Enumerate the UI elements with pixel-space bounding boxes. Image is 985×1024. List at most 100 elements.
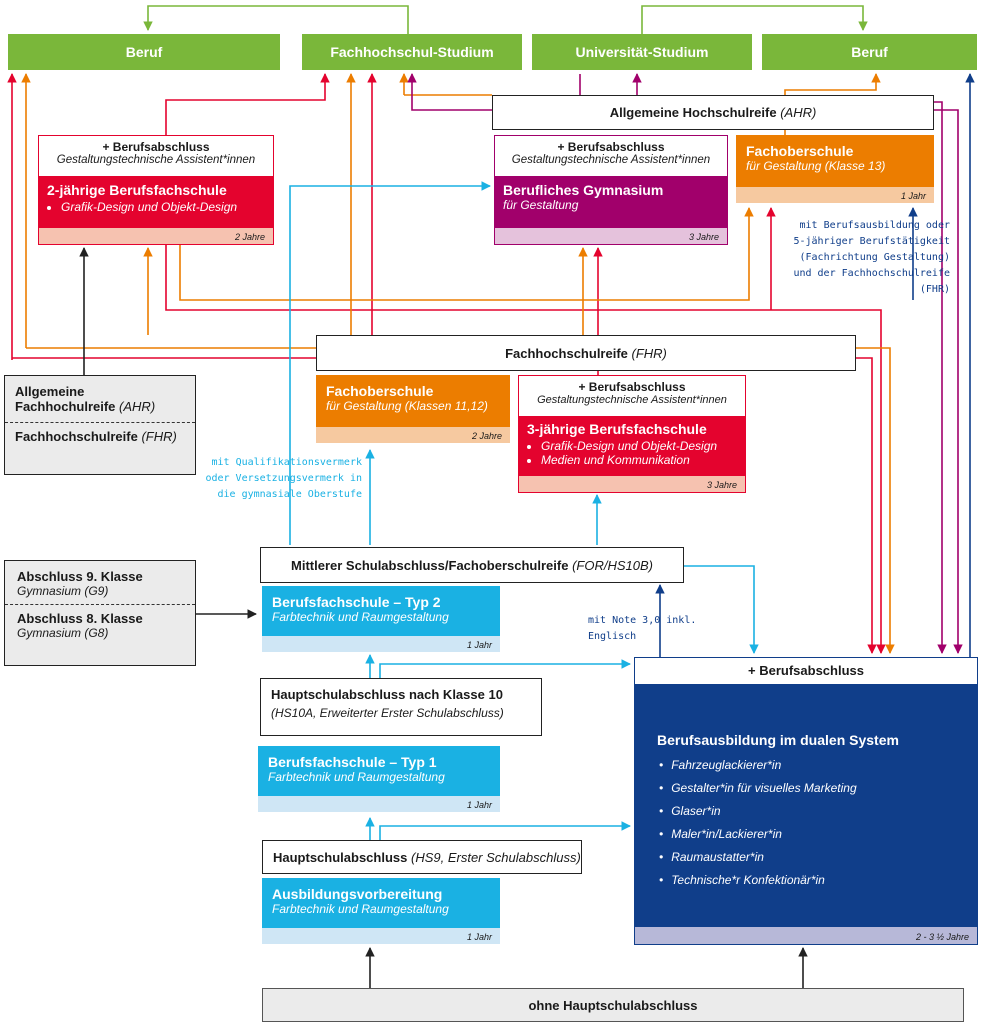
bottom-label: ohne Hauptschulabschluss — [528, 997, 698, 1013]
gym-line1-sub: Gymnasium (G9) — [17, 584, 109, 598]
bfs-typ2-title: Berufsfachschule – Typ 2 — [272, 594, 441, 610]
bfs3-duration: 3 Jahre — [706, 480, 737, 490]
fos13-body: Fachoberschule für Gestaltung (Klasse 13… — [736, 135, 934, 187]
gym-line1: Abschluss 9. Klasse — [17, 569, 143, 584]
dual-item: Technische*r Konfektionär*in — [671, 869, 955, 892]
bfs3-box: + Berufsabschluss Gestaltungstechnische … — [518, 375, 746, 493]
bfs3-body: 3-jährige Berufsfachschule Grafik-Design… — [519, 416, 745, 478]
left-box-line2: Fachhochulreife — [15, 399, 116, 414]
fos1112-title: Fachoberschule — [326, 383, 434, 399]
bg-title: Berufliches Gymnasium — [503, 182, 664, 198]
bfs3-header: + Berufsabschluss — [578, 380, 686, 394]
bfs-typ2-box: Berufsfachschule – Typ 2 Farbtechnik und… — [262, 586, 500, 652]
bfs2-title: 2-jährige Berufsfachschule — [47, 182, 227, 198]
fos1112-body: Fachoberschule für Gestaltung (Klassen 1… — [316, 375, 510, 427]
hs10-subtitle: (HS10A, Erweiterter Erster Schulabschlus… — [271, 706, 504, 720]
hs9-label: Hauptschulabschluss — [273, 849, 408, 865]
bfs-typ1-footer: 1 Jahr — [258, 796, 500, 812]
bg-footer: 3 Jahre — [495, 228, 727, 244]
msa-label: Mittlerer Schulabschluss/Fachoberschulre… — [291, 557, 569, 573]
msa-bar: Mittlerer Schulabschluss/Fachoberschulre… — [260, 547, 684, 583]
note-note3: mit Note 3,0 inkl. Englisch — [588, 615, 697, 642]
dual-box: + Berufsabschluss Berufsausbildung im du… — [634, 657, 978, 945]
note-fos13: mit Berufsausbildung oder 5-jähriger Ber… — [793, 220, 950, 295]
avb-duration: 1 Jahr — [466, 932, 492, 942]
hs10-box: Hauptschulabschluss nach Klasse 10 (HS10… — [260, 678, 542, 736]
avb-subtitle: Farbtechnik und Raumgestaltung — [272, 902, 449, 916]
bfs-typ1-title: Berufsfachschule – Typ 1 — [268, 754, 437, 770]
fos13-subtitle: für Gestaltung (Klasse 13) — [746, 159, 886, 173]
avb-box: Ausbildungsvorbereitung Farbtechnik und … — [262, 878, 500, 944]
bg-box: + Berufsabschluss Gestaltungstechnische … — [494, 135, 728, 245]
bfs-typ1-body: Berufsfachschule – Typ 1 Farbtechnik und… — [258, 746, 500, 796]
fos13-title: Fachoberschule — [746, 143, 854, 159]
left-box-line2-abbr: (AHR) — [119, 399, 156, 414]
avb-body: Ausbildungsvorbereitung Farbtechnik und … — [262, 878, 500, 928]
bfs-typ1-duration: 1 Jahr — [466, 800, 492, 810]
left-box-divider — [5, 422, 195, 423]
avb-footer: 1 Jahr — [262, 928, 500, 944]
bfs2-footer: 2 Jahre — [39, 228, 273, 244]
bfs-typ2-body: Berufsfachschule – Typ 2 Farbtechnik und… — [262, 586, 500, 636]
ahr-bar: Allgemeine Hochschulreife (AHR) — [492, 95, 934, 130]
fhr-label: Fachhochschulreife — [505, 345, 628, 361]
hs9-bar: Hauptschulabschluss (HS9, Erster Schulab… — [262, 840, 582, 874]
left-box-line1: Allgemeine — [15, 384, 85, 399]
bg-subheader: Gestaltungstechnische Assistent*innen — [511, 154, 711, 166]
bfs-typ2-duration: 1 Jahr — [466, 640, 492, 650]
bfs2-body: 2-jährige Berufsfachschule Grafik-Design… — [39, 176, 273, 229]
bg-header: + Berufsabschluss — [557, 140, 665, 154]
bfs2-box: + Berufsabschluss Gestaltungstechnische … — [38, 135, 274, 245]
ahr-label: Allgemeine Hochschulreife — [609, 105, 777, 120]
dual-header: + Berufsabschluss — [748, 663, 864, 678]
bfs3-item: Medien und Kommunikation — [541, 453, 737, 467]
dual-item: Gestalter*in für visuelles Marketing — [671, 777, 955, 800]
bfs3-footer: 3 Jahre — [519, 476, 745, 492]
fos1112-subtitle: für Gestaltung (Klassen 11,12) — [326, 399, 488, 413]
bfs2-subheader: Gestaltungstechnische Assistent*innen — [56, 154, 256, 166]
bg-body: Berufliches Gymnasium für Gestaltung — [495, 176, 727, 229]
fhr-abbr: (FHR) — [631, 345, 667, 361]
bfs3-subheader: Gestaltungstechnische Assistent*innen — [537, 394, 727, 406]
gym-divider — [5, 604, 195, 605]
uni-studium-label: Universität-Studium — [575, 44, 709, 60]
bfs3-title: 3-jährige Berufsfachschule — [527, 421, 707, 437]
bfs2-item: Grafik-Design und Objekt-Design — [61, 200, 265, 214]
fos1112-footer: 2 Jahre — [316, 427, 510, 443]
beruf-left-bar: Beruf — [8, 34, 280, 70]
beruf-right-label: Beruf — [851, 44, 888, 60]
bg-subtitle: für Gestaltung — [503, 198, 579, 212]
note-qualifikation: mit Qualifikationsvermerk oder Versetzun… — [205, 457, 362, 500]
msa-abbr: (FOR/HS10B) — [572, 557, 653, 573]
left-box: Allgemeine Fachhochulreife (AHR) Fachhoc… — [4, 375, 196, 475]
gym-line2: Abschluss 8. Klasse — [17, 611, 143, 626]
bfs3-item: Grafik-Design und Objekt-Design — [541, 439, 737, 453]
fh-studium-bar: Fachhochschul-Studium — [302, 34, 522, 70]
dual-duration: 2 - 3 ½ Jahre — [915, 932, 969, 942]
fos1112-duration: 2 Jahre — [471, 431, 502, 441]
bfs-typ2-footer: 1 Jahr — [262, 636, 500, 652]
gym-box: Abschluss 9. Klasse Gymnasium (G9) Absch… — [4, 560, 196, 666]
dual-item: Glaser*in — [671, 800, 955, 823]
uni-studium-bar: Universität-Studium — [532, 34, 752, 70]
left-box-line3-abbr: (FHR) — [141, 429, 177, 444]
bottom-bar: ohne Hauptschulabschluss — [262, 988, 964, 1022]
dual-title: Berufsausbildung im dualen System — [657, 732, 899, 748]
bfs2-header: + Berufsabschluss — [102, 140, 210, 154]
beruf-right-bar: Beruf — [762, 34, 977, 70]
dual-body: Berufsausbildung im dualen System Fahrze… — [635, 684, 977, 928]
fos1112-box: Fachoberschule für Gestaltung (Klassen 1… — [316, 375, 510, 443]
dual-item: Maler*in/Lackierer*in — [671, 823, 955, 846]
beruf-left-label: Beruf — [125, 44, 163, 60]
fos13-footer: 1 Jahr — [736, 187, 934, 203]
avb-title: Ausbildungsvorbereitung — [272, 886, 443, 902]
fhr-bar: Fachhochschulreife (FHR) — [316, 335, 856, 371]
ahr-abbr: (AHR) — [780, 105, 817, 120]
dual-item: Fahrzeuglackierer*in — [671, 754, 955, 777]
bfs-typ2-subtitle: Farbtechnik und Raumgestaltung — [272, 610, 449, 624]
fh-studium-label: Fachhochschul-Studium — [330, 44, 494, 60]
fos13-duration: 1 Jahr — [900, 191, 926, 201]
bfs2-duration: 2 Jahre — [234, 232, 265, 242]
hs9-abbr: (HS9, Erster Schulabschluss) — [411, 849, 581, 865]
